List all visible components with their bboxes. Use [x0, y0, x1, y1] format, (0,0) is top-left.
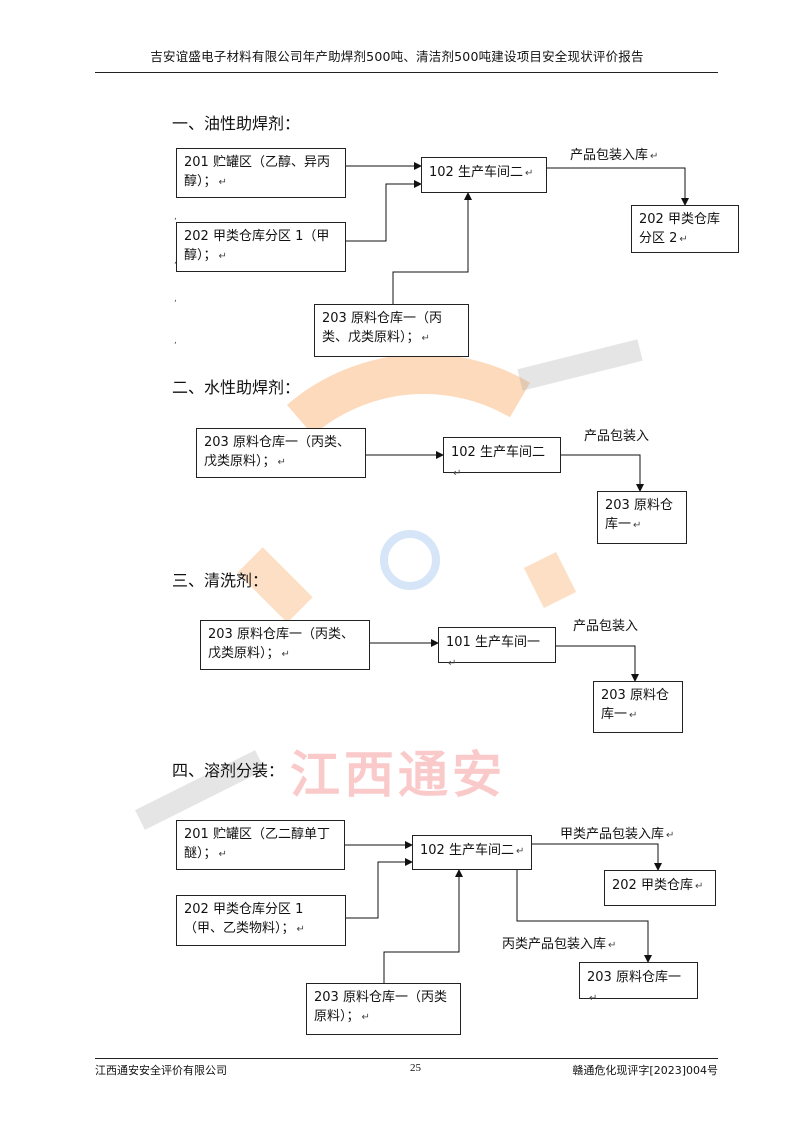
box-102-workshop-two: 102 生产车间二↵: [412, 835, 532, 870]
box-203-raw-warehouse-dest: 203 原料仓库一↵: [593, 681, 683, 733]
box-203-raw-warehouse: 203 原料仓库一（丙类、戊类原料）；↵: [196, 428, 366, 478]
label-class-a-packing: 甲类产品包装入库↵: [560, 827, 675, 842]
footer-company: 江西通安安全评价有限公司: [95, 1064, 227, 1077]
margin-mark: ,: [174, 256, 177, 266]
footer-page-number: 25: [410, 1062, 421, 1074]
label-product-packing: 产品包装入库↵: [570, 148, 659, 163]
box-102-workshop-two: 102 生产车间二↵: [443, 437, 561, 479]
box-202-class-a-warehouse: 202 甲类仓库分区 1（甲醇）；↵: [176, 222, 346, 272]
margin-mark: ,: [174, 294, 177, 304]
box-203-raw-warehouse: 203 原料仓库一（丙类原料）；↵: [306, 983, 461, 1035]
box-202-class-a-warehouse-dest: 202 甲类仓库↵: [604, 870, 716, 906]
label-product-packing: 产品包装入: [584, 429, 650, 444]
margin-mark: ,: [174, 212, 177, 222]
box-203-raw-warehouse: 203 原料仓库一（丙类、戊类原料）；↵: [200, 620, 370, 670]
box-102-workshop-two: 102 生产车间二↵: [421, 157, 547, 193]
box-201-tank-area: 201 贮罐区（乙二醇单丁醚）；↵: [176, 820, 345, 870]
header-divider: [95, 72, 718, 73]
section-heading-cleaner: 三、清洗剂：: [172, 571, 269, 590]
watermark-text: 江西通安: [290, 746, 506, 804]
box-203-raw-warehouse-dest: 203 原料仓库一↵: [579, 962, 698, 1004]
box-201-tank-area: 201 贮罐区（乙醇、异丙醇）；↵: [176, 148, 346, 198]
section-heading-water-flux: 二、水性助焊剂：: [172, 378, 301, 397]
section-heading-solvent-packing: 四、溶剂分装：: [172, 761, 285, 780]
box-202-class-a-warehouse: 202 甲类仓库分区 1（甲、乙类物料）；↵: [176, 895, 346, 946]
page-header-title: 吉安谊盛电子材料有限公司年产助焊剂500吨、清洁剂500吨建设项目安全现状评价报…: [150, 49, 644, 64]
box-202-class-a-zone-2: 202 甲类仓库分区 2↵: [631, 205, 739, 253]
section-heading-oil-flux: 一、油性助焊剂：: [172, 114, 301, 133]
footer-report-code: 赣通危化现评字[2023]004号: [572, 1064, 718, 1077]
box-203-raw-warehouse-dest: 203 原料仓库一↵: [597, 491, 687, 544]
footer-divider: [95, 1058, 718, 1059]
box-203-raw-warehouse: 203 原料仓库一（丙类、戊类原料）；↵: [314, 304, 469, 357]
margin-mark: ,: [174, 336, 177, 346]
label-product-packing: 产品包装入: [573, 619, 639, 634]
box-101-workshop-one: 101 生产车间一↵: [438, 627, 556, 669]
label-class-c-packing: 丙类产品包装入库↵: [502, 937, 617, 952]
